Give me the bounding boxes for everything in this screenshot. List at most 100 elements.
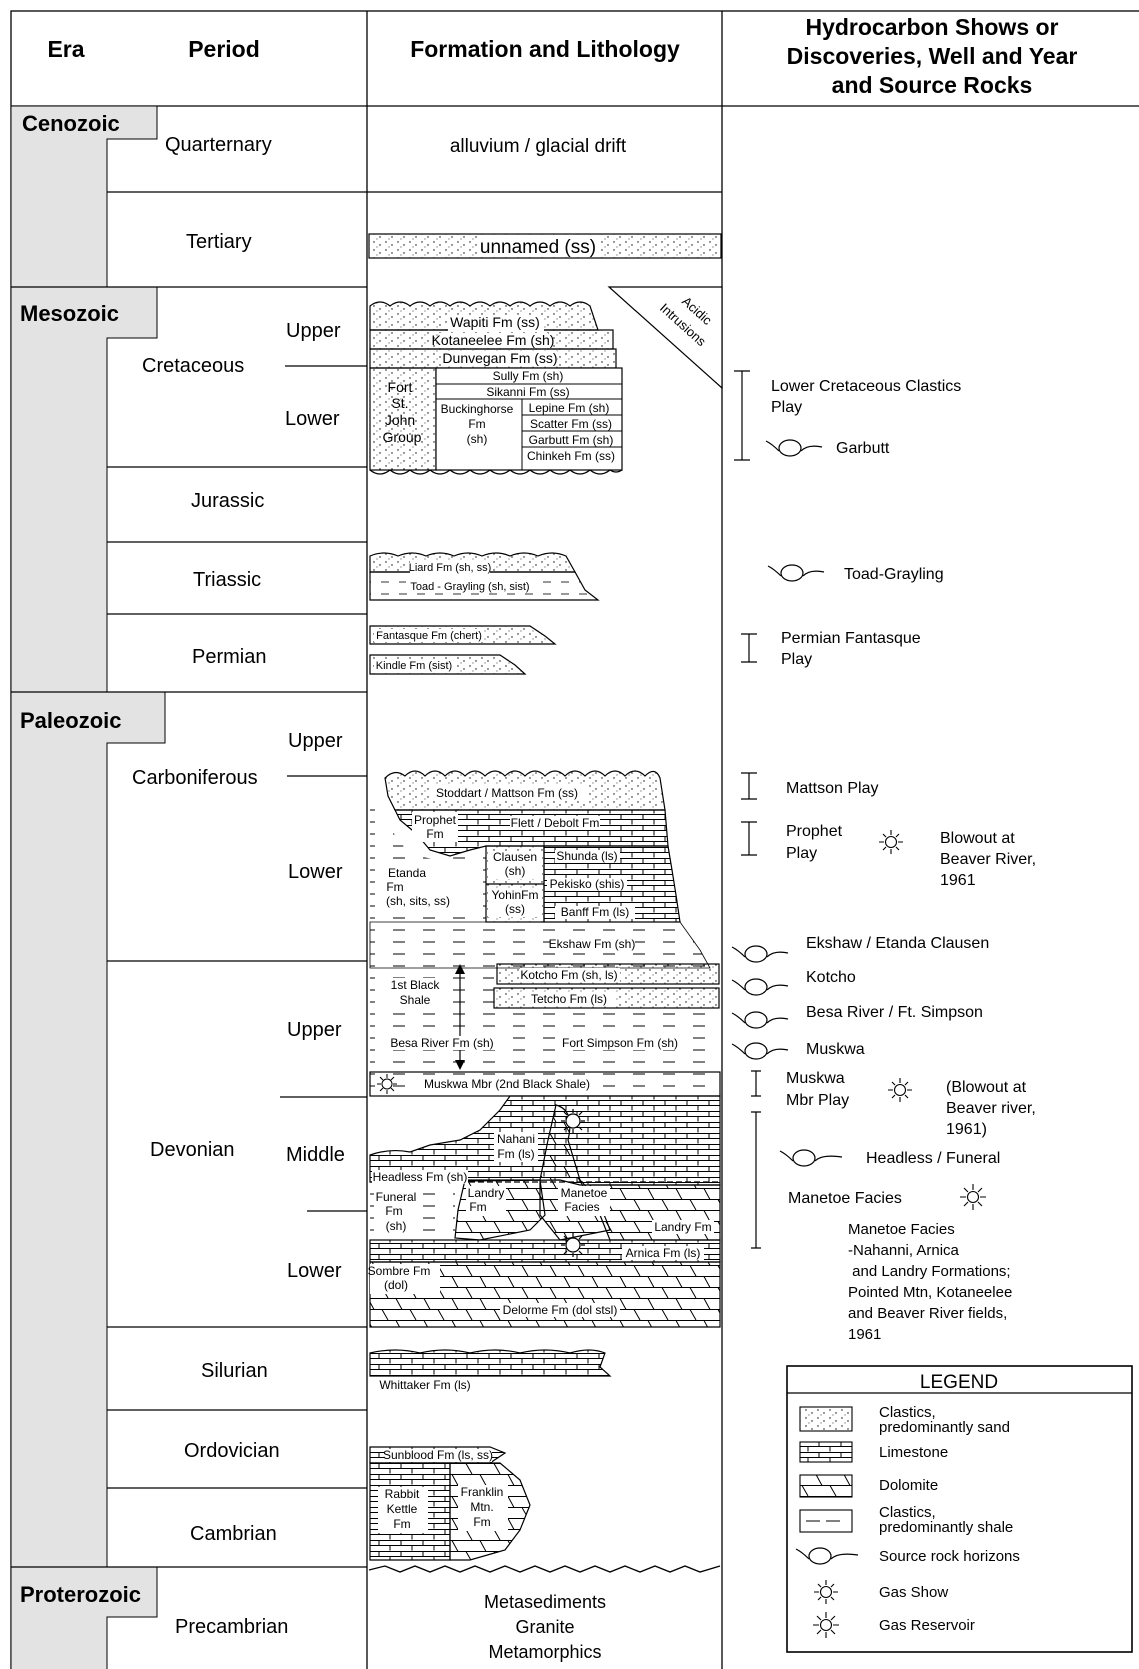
fm-manetoe-1: Manetoe <box>561 1186 608 1200</box>
legend-shale-2: predominantly shale <box>879 1519 1013 1536</box>
period-devonian: Devonian <box>150 1139 235 1161</box>
header-era: Era <box>47 36 84 62</box>
legend-source-icon <box>795 1548 859 1560</box>
period-silurian: Silurian <box>201 1360 268 1382</box>
fm-besa: Besa River Fm (sh) <box>390 1036 493 1050</box>
show-permian-2: Play <box>781 651 812 668</box>
sub-dev-middle: Middle <box>286 1144 345 1166</box>
fm-clausen-2: (sh) <box>505 864 526 878</box>
show-toad: Toad-Grayling <box>844 566 944 583</box>
fm-prophet-2: Fm <box>426 827 443 841</box>
sub-dev-upper: Upper <box>287 1019 342 1041</box>
show-lcc-1: Lower Cretaceous Clastics <box>771 378 961 395</box>
subdivision-labels: Upper Lower Upper Lower Upper Middle Low… <box>285 320 345 1282</box>
legend-gas-reservoir-icon <box>813 1612 839 1638</box>
sub-carb-upper: Upper <box>288 730 343 752</box>
show-blowout1-1: Blowout at <box>940 830 1015 847</box>
legend-gas-show: Gas Show <box>879 1584 948 1601</box>
fm-chinkeh: Chinkeh Fm (ss) <box>527 449 615 463</box>
fm-liard: Liard Fm (sh, ss) <box>409 562 492 574</box>
acidic-intrusions-shape <box>607 286 723 390</box>
unconformity-line <box>368 1565 721 1573</box>
show-headless-source-icon <box>779 1150 843 1162</box>
fm-precambrian-3: Metamorphics <box>488 1642 601 1662</box>
fm-rabbit-2: Kettle <box>387 1502 418 1516</box>
fm-yohin-2: (ss) <box>505 902 525 916</box>
sub-cret-upper: Upper <box>286 320 341 342</box>
legend-dolomite: Dolomite <box>879 1477 938 1494</box>
fm-dunvegan: Dunvegan Fm (ss) <box>442 350 557 366</box>
header-shows-3: and Source Rocks <box>832 72 1033 98</box>
fm-lepine: Lepine Fm (sh) <box>529 401 610 415</box>
show-prophet-gas-show-icon <box>879 830 903 854</box>
fm-whittaker: Whittaker Fm (ls) <box>379 1378 470 1392</box>
show-mattson: Mattson Play <box>786 780 878 797</box>
fm-arnica: Arnica Fm (ls) <box>626 1246 701 1260</box>
legend-swatch-limestone <box>799 1441 853 1463</box>
fm-muskwa-gas-show-icon <box>377 1074 397 1094</box>
fm-sunblood: Sunblood Fm (ls, ss) <box>383 1448 493 1462</box>
show-kotcho: Kotcho <box>806 969 856 986</box>
fm-tetcho: Tetcho Fm (ls) <box>531 992 607 1006</box>
sub-dev-lower: Lower <box>287 1260 342 1282</box>
sub-carb-lower: Lower <box>288 861 343 883</box>
fm-sully: Sully Fm (sh) <box>493 369 564 383</box>
show-blowout1-3: 1961 <box>940 872 976 889</box>
show-blowout1-2: Beaver River, <box>940 851 1036 868</box>
fm-etanda-2: Fm <box>386 880 403 894</box>
fm-fsj-2: St. <box>391 395 408 411</box>
fm-manetoe-2: Facies <box>564 1200 599 1214</box>
legend-title: LEGEND <box>920 1372 998 1393</box>
fm-precambrian-1: Metasediments <box>484 1592 606 1612</box>
legend-sand-1: Clastics, <box>879 1404 936 1421</box>
show-muskwa: Muskwa <box>806 1041 865 1058</box>
fm-kindle: Kindle Fm (sist) <box>376 660 452 672</box>
fm-etanda-1: Etanda <box>388 866 426 880</box>
fm-sikanni: Sikanni Fm (ss) <box>486 385 569 399</box>
fm-etanda-3: (sh, sits, ss) <box>386 894 450 908</box>
fm-fsj-3: John <box>385 412 415 428</box>
fm-franklin-2: Mtn. <box>470 1500 493 1514</box>
show-manetoe-desc-3: and Landry Formations; <box>848 1263 1011 1280</box>
fm-manetoe-gas-reservoir-icon-2 <box>561 1233 585 1257</box>
show-manetoe-desc-1: Manetoe Facies <box>848 1221 955 1238</box>
fm-tertiary: unnamed (ss) <box>480 237 596 258</box>
fm-landry2: Landry Fm <box>654 1220 711 1234</box>
fm-ekshaw-band <box>369 921 711 969</box>
fm-funeral-1: Funeral <box>376 1190 417 1204</box>
show-besa: Besa River / Ft. Simpson <box>806 1004 983 1021</box>
period-ordovician: Ordovician <box>184 1440 280 1462</box>
show-manetoe-desc-4: Pointed Mtn, Kotaneelee <box>848 1284 1012 1301</box>
fm-funeral-3: (sh) <box>386 1219 407 1233</box>
show-headless: Headless / Funeral <box>866 1150 1000 1167</box>
period-tertiary: Tertiary <box>186 231 252 253</box>
show-lcc-2: Play <box>771 399 802 416</box>
fm-black1-2: Shale <box>400 993 431 1007</box>
fm-rabbit-1: Rabbit <box>385 1487 420 1501</box>
fm-headless: Headless Fm (sh) <box>373 1170 468 1184</box>
fm-kotcho: Kotcho Fm (sh, ls) <box>520 968 617 982</box>
era-proterozoic: Proterozoic <box>20 1582 141 1607</box>
legend-gas-show-icon <box>814 1580 838 1604</box>
fm-quaternary: alluvium / glacial drift <box>450 136 627 157</box>
period-quaternary: Quarternary <box>165 134 272 156</box>
formation-column: alluvium / glacial drift unnamed (ss) Wa… <box>368 136 723 1662</box>
fm-delorme: Delorme Fm (dol stsl) <box>503 1303 618 1317</box>
fm-fantasque: Fantasque Fm (chert) <box>376 630 482 642</box>
legend: LEGEND Clastics, predominantly sand Lime… <box>786 1365 1133 1653</box>
fm-yohin-1: YohinFm <box>492 888 539 902</box>
legend-shale-1: Clastics, <box>879 1504 936 1521</box>
fm-buckinghorse-2: Fm <box>468 417 485 431</box>
header-row: Era Period Formation and Lithology Hydro… <box>47 14 1077 98</box>
fm-sombre-1: Sombre Fm <box>368 1264 431 1278</box>
show-manetoe-desc-2: -Nahanni, Arnica <box>848 1242 960 1259</box>
show-blowout2-3: 1961) <box>946 1121 987 1138</box>
era-cenozoic: Cenozoic <box>22 111 120 136</box>
header-shows-2: Discoveries, Well and Year <box>787 43 1078 69</box>
header-period: Period <box>188 36 260 62</box>
fm-landry1-2: Fm <box>469 1200 486 1214</box>
fm-pekisko: Pekisko (shis) <box>550 877 625 891</box>
fm-clausen-1: Clausen <box>493 850 537 864</box>
fm-nahanni-1: Nahani <box>497 1132 535 1146</box>
